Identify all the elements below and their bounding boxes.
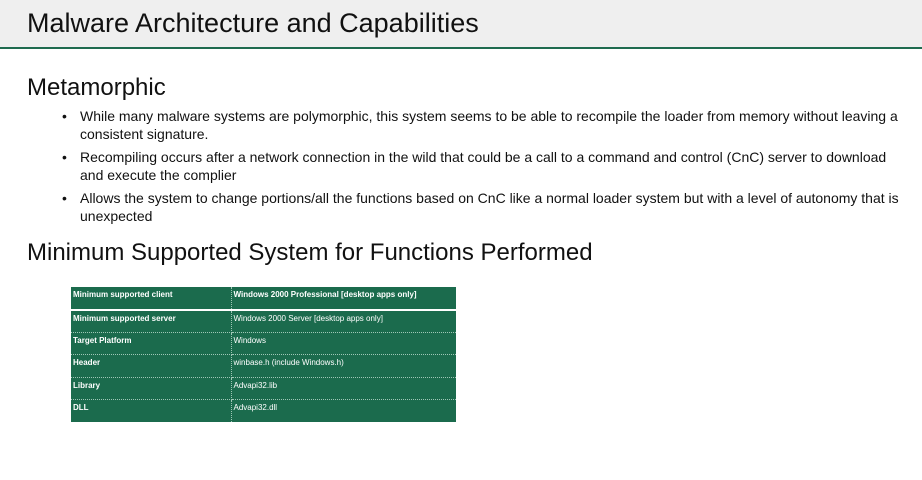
table-cell-key: Target Platform [71, 332, 232, 355]
table-cell-value: Windows 2000 Professional [desktop apps … [231, 287, 456, 311]
bullet-text: Allows the system to change portions/all… [80, 190, 899, 224]
bullet-list: • While many malware systems are polymor… [62, 107, 902, 230]
bullet-icon: • [62, 149, 67, 165]
section-heading-minimum-supported: Minimum Supported System for Functions P… [27, 239, 593, 266]
bullet-icon: • [62, 108, 67, 124]
table-row: Minimum supported server Windows 2000 Se… [71, 309, 456, 333]
table-cell-key: DLL [71, 399, 232, 422]
table-cell-value: Windows 2000 Server [desktop apps only] [231, 309, 456, 333]
slide-title: Malware Architecture and Capabilities [27, 8, 479, 38]
bullet-text: Recompiling occurs after a network conne… [80, 149, 887, 183]
section-heading-metamorphic: Metamorphic [27, 74, 166, 101]
table-cell-value: winbase.h (include Windows.h) [231, 354, 456, 378]
title-bar: Malware Architecture and Capabilities [0, 0, 922, 49]
table-cell-key: Header [71, 354, 232, 378]
bullet-item: • Recompiling occurs after a network con… [62, 148, 902, 184]
bullet-item: • Allows the system to change portions/a… [62, 189, 902, 225]
table-cell-key: Minimum supported server [71, 309, 232, 333]
table-cell-key: Minimum supported client [71, 287, 232, 311]
table-cell-value: Windows [231, 332, 456, 355]
table-cell-value: Advapi32.lib [231, 377, 456, 400]
bullet-icon: • [62, 190, 67, 206]
bullet-item: • While many malware systems are polymor… [62, 107, 902, 143]
table-row: Library Advapi32.lib [71, 377, 456, 400]
table-row: Minimum supported client Windows 2000 Pr… [71, 287, 456, 311]
bullet-text: While many malware systems are polymorph… [80, 108, 898, 142]
table-row: DLL Advapi32.dll [71, 399, 456, 422]
table-row: Header winbase.h (include Windows.h) [71, 354, 456, 378]
table-cell-key: Library [71, 377, 232, 400]
requirements-table: Minimum supported client Windows 2000 Pr… [71, 287, 456, 422]
table-cell-value: Advapi32.dll [233, 403, 278, 412]
table-row: Target Platform Windows [71, 332, 456, 355]
